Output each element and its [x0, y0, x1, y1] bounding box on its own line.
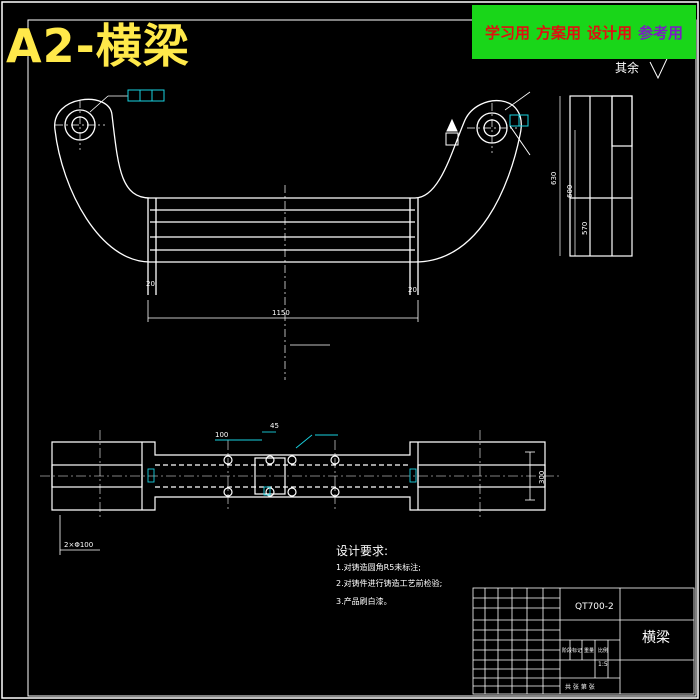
dim-left-small: 20: [146, 280, 155, 288]
dim-width: 1150: [272, 309, 290, 317]
bottom-view-dimensions: [147, 431, 417, 496]
banner-item-design: 设计用: [587, 23, 633, 42]
usage-banner: 学习用 方案用 设计用 参考用: [472, 5, 696, 59]
tb-sheet: 共 张 第 张: [565, 683, 595, 691]
requirement-1: 1.对铸造圆角R5未标注;: [336, 562, 421, 572]
dim-hole-spacing: 100: [215, 431, 228, 439]
banner-item-study: 学习用: [484, 23, 530, 42]
banner-item-plan: 方案用: [535, 23, 581, 42]
dim-bottom-right: 300: [538, 471, 546, 484]
tb-weight: 重量: [584, 647, 594, 654]
top-view-dimensions: [89, 91, 531, 346]
side-view: [559, 95, 633, 257]
requirement-2: 2.对铸件进行铸造工艺前检验;: [336, 578, 442, 588]
requirement-3: 3.产品刷白漆。: [336, 596, 392, 606]
dim-bottom-left: 2×Φ100: [64, 541, 93, 549]
title-block: [472, 587, 695, 695]
inner-border: [27, 19, 697, 697]
requirements-heading: 设计要求:: [336, 544, 388, 558]
tb-ratio: 比例: [598, 647, 608, 654]
part-name: 横梁: [642, 630, 670, 646]
part-code: QT700-2: [575, 602, 614, 612]
dim-side-2: 600: [566, 185, 574, 198]
tb-scale: 1:5: [598, 661, 608, 668]
banner-item-reference: 参考用: [638, 23, 684, 42]
dim-side-3: 570: [581, 222, 589, 235]
dim-hole-small: 45: [270, 422, 279, 430]
dim-right-small: 20: [408, 286, 417, 294]
tolerance-frame-left: [127, 89, 165, 102]
drawing-title: A2-横梁: [6, 19, 190, 73]
roughness-label: 其余: [615, 60, 639, 75]
dim-side-1: 630: [550, 172, 558, 185]
tb-stage: 阶段标记: [562, 647, 582, 654]
